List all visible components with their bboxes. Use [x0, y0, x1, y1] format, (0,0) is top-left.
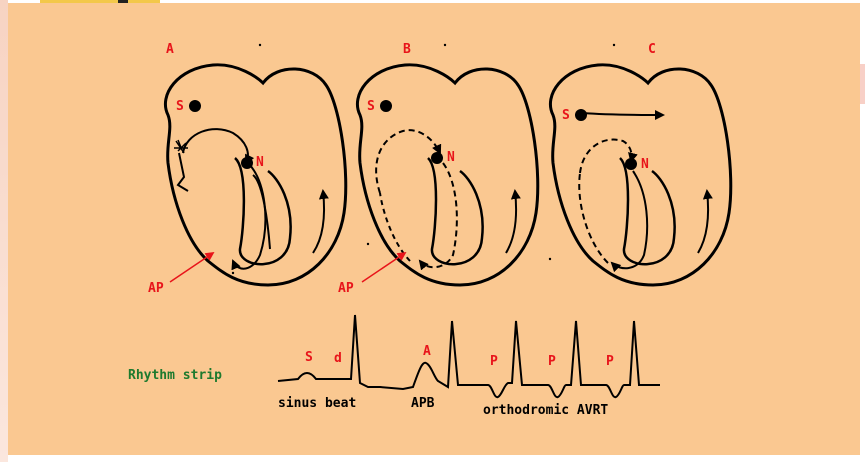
rhythm-marker-apb: A — [423, 345, 431, 358]
heart-a-path-up — [313, 191, 324, 253]
heart-c-sa-path — [583, 113, 663, 115]
caption-sinus-beat: sinus beat — [278, 397, 356, 410]
rhythm-marker-s: S — [305, 351, 313, 364]
diagram-drawing — [8, 3, 860, 455]
caption-apb: APB — [411, 397, 434, 410]
heart-a-sa-label: S — [176, 100, 184, 113]
heart-a-block — [178, 153, 188, 191]
heart-b — [357, 65, 537, 285]
heart-b-av-node — [431, 152, 443, 164]
heart-b-inner-wall — [428, 158, 483, 264]
rhythm-marker-p3: P — [606, 355, 614, 368]
heart-c — [550, 65, 730, 285]
rhythm-marker-d: d — [334, 352, 342, 365]
panel-a-letter: A — [166, 43, 174, 56]
rhythm-marker-p1: P — [490, 355, 498, 368]
slide-left-edge — [0, 0, 8, 462]
heart-b-outline — [357, 65, 537, 285]
heart-b-av-label: N — [447, 151, 455, 164]
panel-b-letter: B — [403, 43, 411, 56]
heart-c-sa-node — [575, 109, 587, 121]
heart-a-path-down — [233, 163, 265, 269]
heart-a-av-node — [241, 157, 253, 169]
avrt-diagram: A B C S N S N S N AP AP Rhythm strip S d… — [8, 3, 860, 455]
heart-a-circuit — [183, 129, 248, 163]
caption-avrt: orthodromic AVRT — [483, 404, 608, 417]
heart-a-ap-label: AP — [148, 282, 164, 295]
heart-b-ap-label: AP — [338, 282, 354, 295]
heart-b-ap-pointer — [362, 253, 405, 282]
heart-c-av-label: N — [641, 158, 649, 171]
rhythm-strip-title: Rhythm strip — [128, 369, 222, 382]
heart-a-av-label: N — [256, 156, 264, 169]
heart-c-av-node — [625, 158, 637, 170]
heart-a-sa-node — [189, 100, 201, 112]
heart-a-ap-pointer — [170, 253, 213, 282]
panel-c-letter: C — [648, 43, 656, 56]
heart-c-sa-label: S — [562, 109, 570, 122]
heart-b-path-down — [420, 163, 457, 267]
heart-c-outline — [550, 65, 730, 285]
heart-c-path-up — [698, 191, 708, 253]
rhythm-marker-p2: P — [548, 355, 556, 368]
heart-b-retro — [380, 193, 410, 261]
heart-b-path-up — [506, 191, 516, 253]
heart-b-sa-label: S — [367, 100, 375, 113]
heart-c-path-down — [612, 171, 647, 268]
heart-b-sa-node — [380, 100, 392, 112]
